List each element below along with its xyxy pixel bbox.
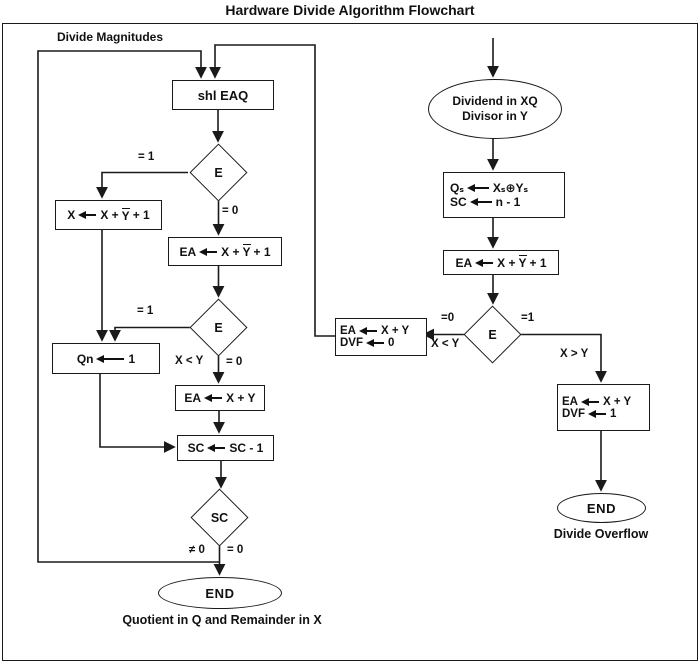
divide-overflow-label: Divide Overflow bbox=[553, 527, 649, 541]
formula-row: DVF 0 bbox=[340, 337, 394, 349]
process-sc-dec: SC SC - 1 bbox=[177, 435, 274, 461]
process-ea-assign1: EA X + Y + 1 bbox=[168, 237, 282, 266]
rhs-pre: X + bbox=[497, 255, 516, 270]
rhs-post: + 1 bbox=[529, 255, 547, 270]
assign-arrow-icon bbox=[475, 258, 494, 267]
process-x-assign: X X + Y + 1 bbox=[55, 200, 162, 230]
lhs: EA bbox=[455, 255, 473, 270]
diagram-border bbox=[2, 23, 698, 661]
rhs: 0 bbox=[388, 337, 395, 349]
decision-e1: E bbox=[189, 143, 248, 202]
formula-row: Qₛ Xₛ⊕Yₛ bbox=[450, 181, 528, 195]
decision-e2-label: E bbox=[214, 320, 223, 335]
formula-row: EA X + Y bbox=[562, 396, 631, 408]
edge-label-e2-false-cond: X < Y bbox=[175, 355, 204, 367]
lhs: SC bbox=[187, 441, 205, 455]
overline-y: Y bbox=[121, 207, 130, 223]
decision-e1-label: E bbox=[214, 165, 223, 180]
edge-label-e2-true: = 1 bbox=[137, 305, 154, 317]
assign-arrow-icon bbox=[96, 354, 125, 363]
process-dvf1: EA X + Y DVF 1 bbox=[557, 384, 650, 431]
rhs: 1 bbox=[128, 351, 136, 366]
start-line2: Divisor in Y bbox=[462, 109, 528, 123]
assign-arrow-icon bbox=[588, 409, 606, 418]
rhs-pre: X + bbox=[221, 244, 240, 259]
process-qn-assign: Qn 1 bbox=[52, 343, 160, 374]
assign-arrow-icon bbox=[580, 397, 599, 406]
end-label: END bbox=[205, 585, 235, 601]
rhs: X + Y bbox=[602, 395, 632, 408]
edge-label-e3-true: =1 bbox=[521, 312, 535, 324]
formula-row: X X + Y + 1 bbox=[67, 207, 150, 223]
rhs-pre: X + bbox=[100, 208, 119, 222]
process-dvf0: EA X + Y DVF 0 bbox=[335, 318, 427, 356]
decision-sc-label: SC bbox=[210, 510, 229, 525]
rhs: 1 bbox=[610, 407, 617, 420]
edge-label-e2-false: = 0 bbox=[226, 356, 243, 368]
lhs: X bbox=[67, 208, 76, 222]
process-ea-assign2: EA X + Y + 1 bbox=[443, 250, 559, 275]
formula-row: SC SC - 1 bbox=[188, 441, 264, 455]
process-ea-xy: EA X + Y bbox=[175, 385, 265, 411]
assign-arrow-icon bbox=[366, 339, 384, 347]
lhs: EA bbox=[179, 244, 197, 259]
formula-row: EA X + Y bbox=[184, 391, 255, 405]
formula-row: SC n - 1 bbox=[450, 195, 520, 209]
rhs-post: + 1 bbox=[132, 208, 150, 222]
shl-eaq-label: shl EAQ bbox=[197, 87, 249, 103]
edge-label-e3-false-cond: X < Y bbox=[431, 338, 460, 350]
edge-label-sc-zero: = 0 bbox=[227, 544, 244, 556]
assign-arrow-icon bbox=[469, 198, 492, 206]
lhs: EA bbox=[562, 395, 578, 408]
rhs: X + Y bbox=[226, 391, 256, 405]
divide-magnitudes-label: Divide Magnitudes bbox=[57, 30, 164, 44]
assign-arrow-icon bbox=[358, 327, 377, 335]
overline-y: Y bbox=[518, 255, 527, 271]
page-title: Hardware Divide Algorithm Flowchart bbox=[225, 2, 475, 18]
rhs: X + Y bbox=[380, 325, 410, 337]
end-terminal-left: END bbox=[158, 577, 282, 609]
edge-label-e3-true-cond: X > Y bbox=[560, 348, 589, 360]
formula-row: EA X + Y + 1 bbox=[455, 255, 547, 271]
formula-row: EA X + Y bbox=[340, 325, 409, 337]
process-shl-eaq: shl EAQ bbox=[172, 80, 274, 110]
decision-e3: E bbox=[463, 305, 522, 364]
rhs: n - 1 bbox=[495, 195, 521, 209]
edge-label-e1-false: = 0 bbox=[222, 205, 239, 217]
overline-y: Y bbox=[242, 244, 251, 260]
lhs: SC bbox=[450, 195, 467, 209]
start-line1: Dividend in XQ bbox=[452, 94, 538, 108]
edge-label-sc-nonzero: ≠ 0 bbox=[189, 544, 205, 556]
quotient-note: Quotient in Q and Remainder in X bbox=[122, 613, 322, 627]
lhs: EA bbox=[340, 325, 356, 337]
formula-row: Qn 1 bbox=[77, 352, 135, 366]
formula-row: EA X + Y + 1 bbox=[179, 244, 271, 260]
rhs: SC - 1 bbox=[229, 441, 264, 455]
assign-arrow-icon bbox=[466, 184, 489, 192]
lhs: EA bbox=[184, 391, 202, 405]
process-qs-sc: Qₛ Xₛ⊕Yₛ SC n - 1 bbox=[443, 172, 565, 218]
assign-arrow-icon bbox=[199, 247, 218, 256]
end-label: END bbox=[586, 500, 617, 516]
decision-e2: E bbox=[189, 298, 248, 357]
edge-label-e3-false: =0 bbox=[441, 312, 455, 324]
assign-arrow-icon bbox=[207, 444, 226, 452]
lhs: Qn bbox=[76, 351, 94, 366]
edge-label-e1-true: = 1 bbox=[138, 151, 155, 163]
rhs: Xₛ⊕Yₛ bbox=[492, 181, 529, 195]
lhs: DVF bbox=[562, 407, 585, 420]
start-terminal: Dividend in XQ Divisor in Y bbox=[428, 79, 562, 139]
assign-arrow-icon bbox=[78, 211, 97, 219]
decision-e3-label: E bbox=[488, 327, 497, 342]
formula-row: DVF 1 bbox=[562, 408, 616, 420]
rhs-post: + 1 bbox=[253, 244, 271, 259]
decision-sc: SC bbox=[190, 488, 249, 547]
lhs: Qₛ bbox=[450, 181, 464, 195]
assign-arrow-icon bbox=[204, 394, 223, 402]
end-terminal-right: END bbox=[557, 493, 646, 523]
lhs: DVF bbox=[340, 337, 363, 349]
